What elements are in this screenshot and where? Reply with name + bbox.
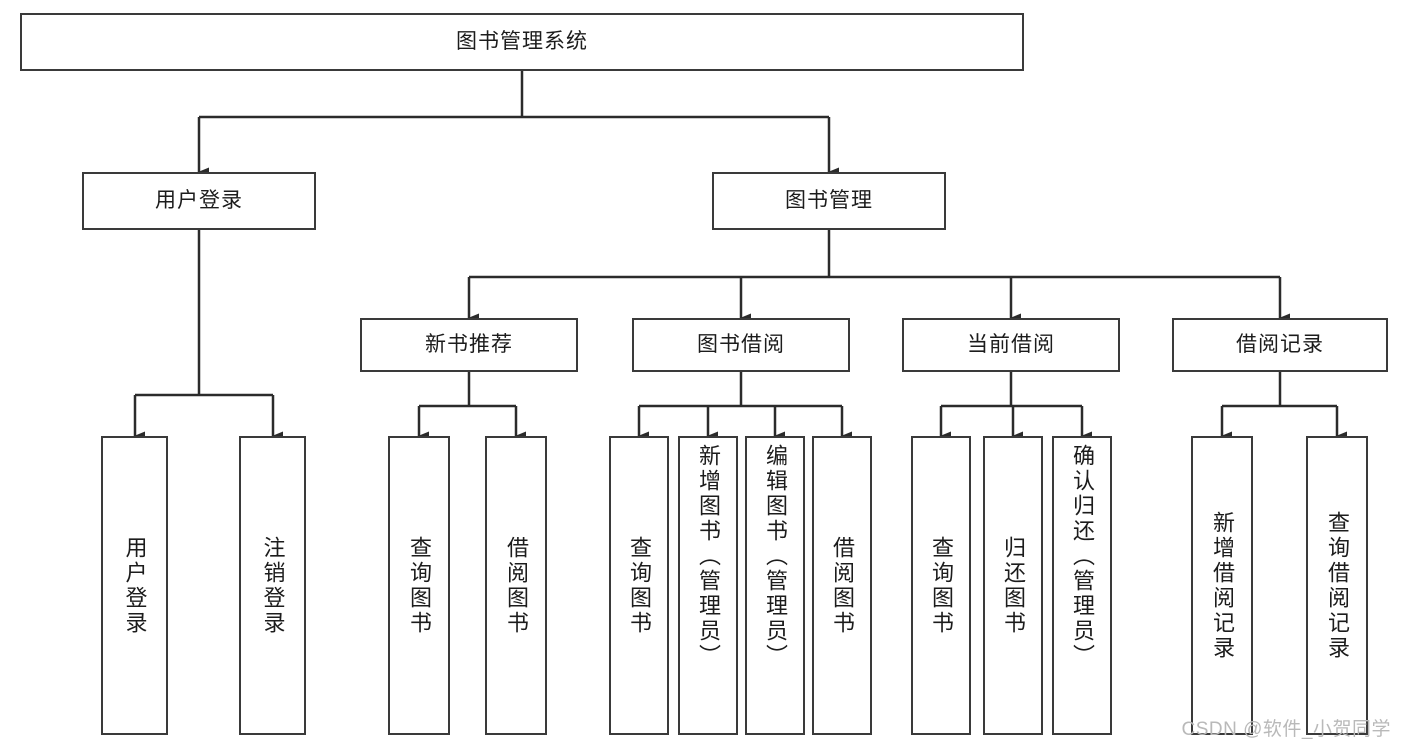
connector-lines <box>133 71 1347 441</box>
node-leaf-user-login[interactable]: 用户登录 <box>101 436 168 735</box>
node-label: 图书借阅 <box>697 332 785 356</box>
node-leaf-return-book[interactable]: 归还图书 <box>983 436 1043 735</box>
node-leaf-logout-login[interactable]: 注销登录 <box>239 436 306 735</box>
node-leaf-borrow-book-recommend[interactable]: 借阅图书 <box>485 436 547 735</box>
node-label: 用户登录 <box>122 535 148 636</box>
node-leaf-confirm-return-admin[interactable]: 确认归还（管理员） <box>1052 436 1112 735</box>
node-leaf-query-book-current[interactable]: 查询图书 <box>911 436 971 735</box>
node-new-book-recommend[interactable]: 新书推荐 <box>360 318 578 372</box>
node-label: 编辑图书（管理员） <box>763 444 788 669</box>
node-leaf-borrow-book[interactable]: 借阅图书 <box>812 436 872 735</box>
node-label: 查询借阅记录 <box>1325 510 1350 661</box>
node-leaf-query-borrow-record[interactable]: 查询借阅记录 <box>1306 436 1368 735</box>
node-current-borrow[interactable]: 当前借阅 <box>902 318 1120 372</box>
node-book-borrow[interactable]: 图书借阅 <box>632 318 850 372</box>
node-leaf-add-book-admin[interactable]: 新增图书（管理员） <box>678 436 738 735</box>
watermark-text: CSDN @软件_小贺同学 <box>1181 719 1391 740</box>
node-leaf-edit-book-admin[interactable]: 编辑图书（管理员） <box>745 436 805 735</box>
node-label: 图书管理系统 <box>456 29 588 53</box>
node-leaf-query-book-borrow[interactable]: 查询图书 <box>609 436 669 735</box>
node-root[interactable]: 图书管理系统 <box>20 13 1024 71</box>
node-label: 借阅图书 <box>504 535 529 636</box>
node-label: 借阅记录 <box>1236 332 1324 356</box>
node-label: 借阅图书 <box>830 535 855 636</box>
node-label: 新增图书（管理员） <box>696 444 721 669</box>
node-label: 新增借阅记录 <box>1210 510 1235 661</box>
node-borrow-record[interactable]: 借阅记录 <box>1172 318 1388 372</box>
node-label: 注销登录 <box>260 535 286 636</box>
node-label: 查询图书 <box>407 535 432 636</box>
node-label: 新书推荐 <box>425 332 513 356</box>
node-label: 归还图书 <box>1001 535 1026 636</box>
node-label: 图书管理 <box>785 188 873 212</box>
node-label: 查询图书 <box>929 535 954 636</box>
node-label: 用户登录 <box>155 188 243 212</box>
node-leaf-query-book-recommend[interactable]: 查询图书 <box>388 436 450 735</box>
node-leaf-add-borrow-record[interactable]: 新增借阅记录 <box>1191 436 1253 735</box>
node-book-management[interactable]: 图书管理 <box>712 172 946 230</box>
node-label: 当前借阅 <box>967 332 1055 356</box>
node-label: 查询图书 <box>627 535 652 636</box>
node-label: 确认归还（管理员） <box>1070 444 1095 669</box>
node-user-login[interactable]: 用户登录 <box>82 172 316 230</box>
